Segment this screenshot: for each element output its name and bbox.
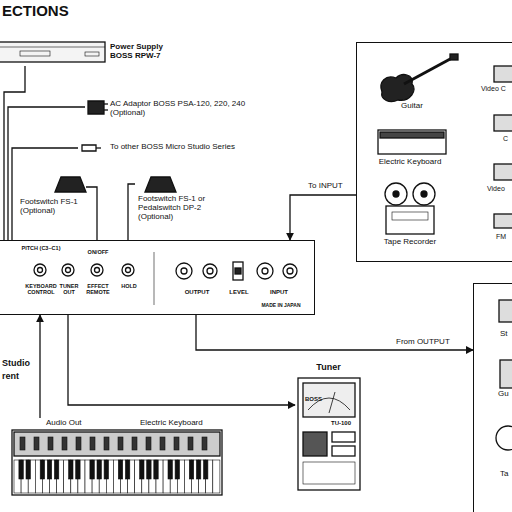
node-label: St	[500, 329, 512, 338]
node-label: FM	[496, 233, 512, 241]
node-label: BOSS	[305, 396, 335, 403]
node-label: PITCH (C3~C1)	[21, 245, 61, 251]
node-label: C	[503, 135, 512, 143]
node-label: MADE IN JAPAN	[251, 303, 311, 309]
ac-adaptor: AC Adaptor BOSS PSA-120, 220, 240 (Optio…	[85, 98, 285, 128]
footswitch: Footswitch FS-1 (Optional)	[15, 172, 102, 222]
node-label: Electric Keyboard	[140, 418, 224, 427]
node-label: Footswitch FS-1 or Pedalswitch DP-2 (Opt…	[138, 194, 236, 222]
title: ECTIONS	[2, 2, 69, 19]
cable	[196, 315, 473, 350]
node-label: Tuner	[295, 362, 362, 372]
source-box: GuitarElectric KeyboardTape Recorder Vide…	[356, 42, 512, 262]
side-label: rent	[2, 371, 19, 381]
node-label: Audio Out	[46, 418, 106, 427]
effect-unit-panel: PITCH (C3~C1) KEYBOARD CONTROLTUNER OUT ON…	[0, 240, 315, 315]
node-label: ON/OFF	[83, 249, 113, 255]
cable	[8, 107, 85, 240]
node-label: INPUT	[263, 289, 295, 296]
cable	[128, 184, 135, 240]
cable	[96, 222, 97, 240]
node-label: Power Supply BOSS RPW-7	[110, 42, 174, 60]
cable	[68, 315, 295, 405]
output-box: StGuTa	[473, 283, 512, 512]
node-label: Tape Recorder	[371, 237, 449, 246]
node-label: Video C	[481, 85, 512, 93]
node-label: OUTPUT	[179, 289, 215, 296]
node-label: Electric Keyboard	[365, 157, 455, 166]
node-label: Gu	[498, 389, 512, 398]
power-supply: Power Supply BOSS RPW-7	[0, 40, 230, 66]
tuner: TunerBOSS TU-100	[295, 362, 362, 494]
node-label: TUNER OUT	[56, 283, 82, 296]
node-label: To other BOSS Micro Studio Series	[110, 142, 250, 151]
node-label: AC Adaptor BOSS PSA-120, 220, 240 (Optio…	[110, 99, 260, 117]
node-label: HOLD	[117, 283, 141, 289]
node-label: KEYBOARD CONTROL	[20, 283, 62, 296]
side-label: Studio	[2, 358, 30, 368]
node-label: LEVEL	[223, 289, 255, 296]
node-label: EFFECT REMOTE	[81, 283, 115, 296]
node-label: TU-100	[331, 420, 359, 427]
cable	[290, 195, 356, 240]
node-label: Footswitch FS-1 (Optional)	[20, 197, 88, 215]
node-label: Guitar	[377, 101, 447, 110]
pedalswitch: Footswitch FS-1 or Pedalswitch DP-2 (Opt…	[135, 172, 240, 230]
node-label: Ta	[500, 469, 512, 478]
cable	[39, 315, 40, 418]
edge-label: To INPUT	[306, 181, 345, 190]
plug: To other BOSS Micro Studio Series	[78, 140, 253, 156]
edge-label: From OUTPUT	[394, 337, 452, 346]
node-label: Video	[487, 185, 512, 193]
cable	[12, 148, 78, 240]
electric-keyboard: Audio Out Electric Keyboard	[10, 418, 224, 498]
